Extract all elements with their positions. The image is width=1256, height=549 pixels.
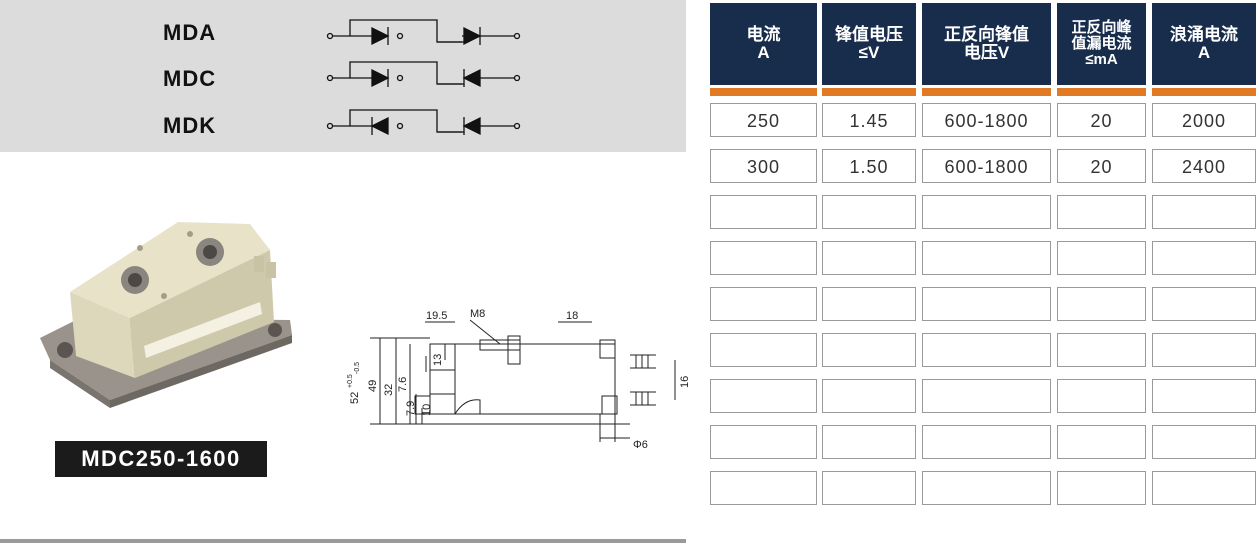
dim-18: 18 [566,310,578,322]
dim-7-9: 7.9 [405,401,417,416]
dim-7-6: 7.6 [397,377,409,392]
model-label: MDC250-1600 [55,441,267,477]
table-cell [1057,471,1146,505]
table-cell [710,471,817,505]
power-module-photo [40,222,292,408]
table-cell: 1.50 [822,149,916,183]
dim-m8: M8 [470,308,485,320]
table-cell [922,195,1051,229]
table-cell [822,471,916,505]
table-cell: 600-1800 [922,149,1051,183]
table-cell [822,379,916,413]
variant-panel: MDA MDC MDK [0,0,686,152]
table-cell [1057,425,1146,459]
table-cell [1152,471,1256,505]
table-cell [1057,287,1146,321]
header-leakage-current: 正反向峰值漏电流≤mA [1057,3,1146,85]
table-cell [922,333,1051,367]
table-cell [1152,333,1256,367]
accent-bar [1057,88,1146,96]
table-cell [822,425,916,459]
table-cell [922,287,1051,321]
table-cell [922,425,1051,459]
dim-52: 52 [349,392,361,404]
table-cell [922,241,1051,275]
header-peak-voltage: 锋值电压≤V [822,3,916,85]
table-cell [1152,195,1256,229]
accent-bar [1152,88,1256,96]
table-cell: 1.45 [822,103,916,137]
accent-bar [710,88,817,96]
dim-49: 49 [367,380,379,392]
table-cell: 20 [1057,149,1146,183]
table-cell [710,379,817,413]
dual-diode-series-icon [326,19,521,46]
table-cell [822,241,916,275]
table-cell [1057,333,1146,367]
table-cell [1152,425,1256,459]
accent-bar [922,88,1051,96]
table-cell [1152,379,1256,413]
variant-label-mda: MDA [163,20,217,45]
table-cell [1057,379,1146,413]
table-cell: 2000 [1152,103,1256,137]
dim-16: 16 [679,376,690,388]
table-cell [710,195,817,229]
bottom-divider [0,539,686,543]
dim-52-tol-up: +0.5 [347,374,354,388]
dimension-drawing: 19.5 M8 18 Φ6 13 52 +0.5 -0.5 49 32 7.6 … [347,308,690,451]
table-cell [822,333,916,367]
table-cell [1057,195,1146,229]
dim-19-5: 19.5 [426,310,447,322]
dim-13: 13 [432,354,444,366]
table-cell [1152,241,1256,275]
table-cell: 20 [1057,103,1146,137]
table-cell: 250 [710,103,817,137]
dim-52-tol-down: -0.5 [354,362,361,374]
table-cell [710,287,817,321]
variant-label-mdc: MDC [163,66,217,91]
header-repetitive-peak-voltage: 正反向锋值电压V [922,3,1051,85]
table-cell: 300 [710,149,817,183]
table-cell [710,333,817,367]
dim-phi6: Φ6 [633,439,648,451]
accent-bar [822,88,916,96]
table-cell: 2400 [1152,149,1256,183]
table-cell [710,425,817,459]
dim-10: 10 [421,404,433,416]
dual-diode-common-anode-icon [326,109,521,136]
table-cell [922,379,1051,413]
table-cell [1057,241,1146,275]
table-cell [822,195,916,229]
table-cell [710,241,817,275]
table-cell [922,471,1051,505]
table-cell [822,287,916,321]
table-cell: 600-1800 [922,103,1051,137]
dual-diode-common-cathode-icon [326,61,521,88]
variant-label-mdk: MDK [163,113,217,138]
table-cell [1152,287,1256,321]
dim-32: 32 [383,384,395,396]
